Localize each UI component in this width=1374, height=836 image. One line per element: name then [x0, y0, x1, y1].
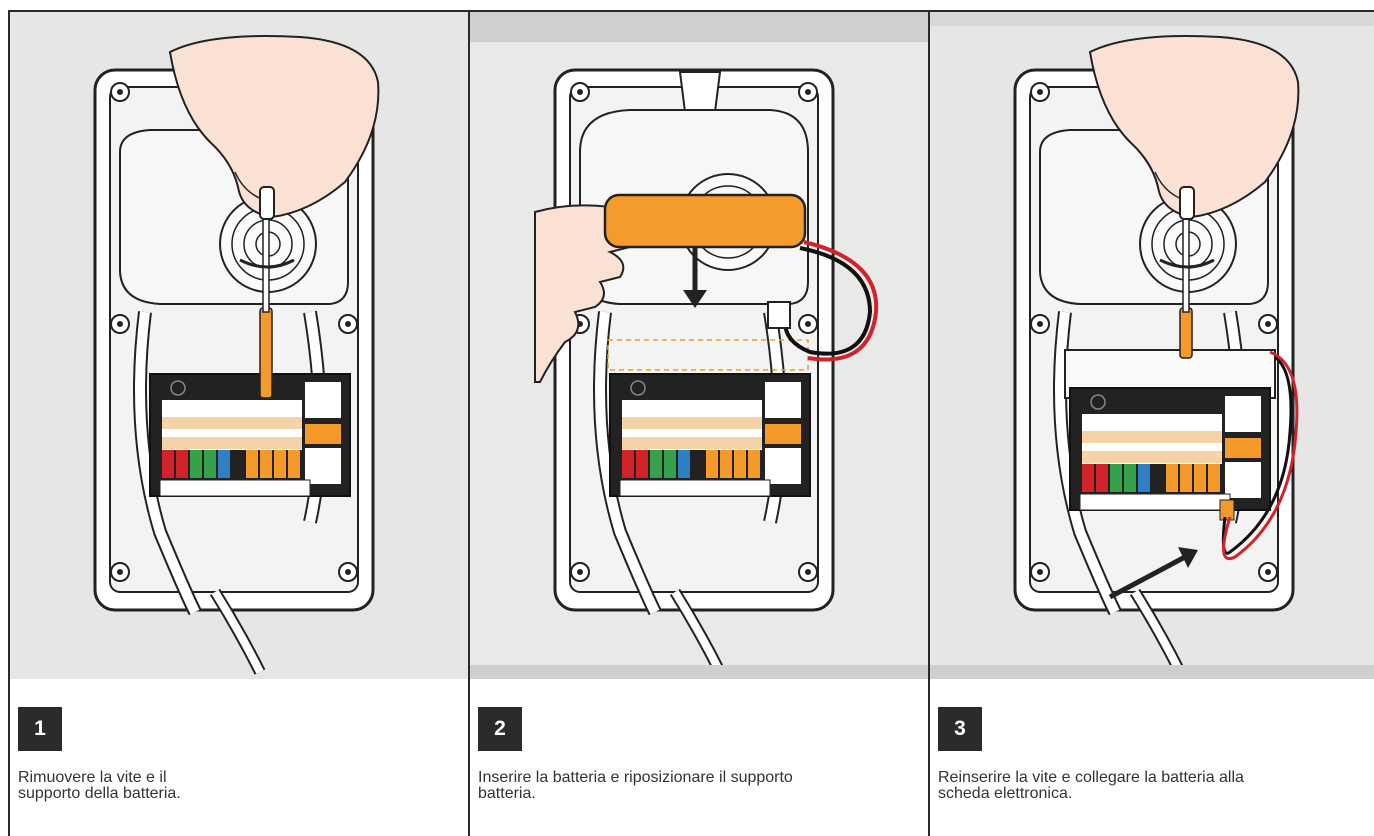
- step-panel-3: 3 Reinserire la vite e collegare la batt…: [930, 10, 1374, 836]
- step-panel-2: 2 Inserire la batteria e riposizionare i…: [470, 10, 930, 836]
- step-3-illustration: [930, 12, 1374, 679]
- step-number-badge: 3: [938, 707, 982, 751]
- step-instruction-text: Inserire la batteria e riposizionare il …: [478, 770, 793, 802]
- step-number-badge: 2: [478, 707, 522, 751]
- gate-opener-enclosure-illustration-1: [10, 12, 468, 679]
- gate-opener-enclosure-illustration-3: [930, 12, 1374, 679]
- step-2-illustration: [470, 12, 928, 679]
- gate-opener-enclosure-illustration-2: [470, 12, 928, 679]
- step-panel-1: 1 Rimuovere la vite e il supporto della …: [10, 10, 470, 836]
- step-instruction-text: Reinserire la vite e collegare la batter…: [938, 770, 1244, 802]
- step-instruction-text: Rimuovere la vite e il supporto della ba…: [18, 770, 181, 802]
- step-number-badge: 1: [18, 707, 62, 751]
- step-1-illustration: [10, 12, 468, 679]
